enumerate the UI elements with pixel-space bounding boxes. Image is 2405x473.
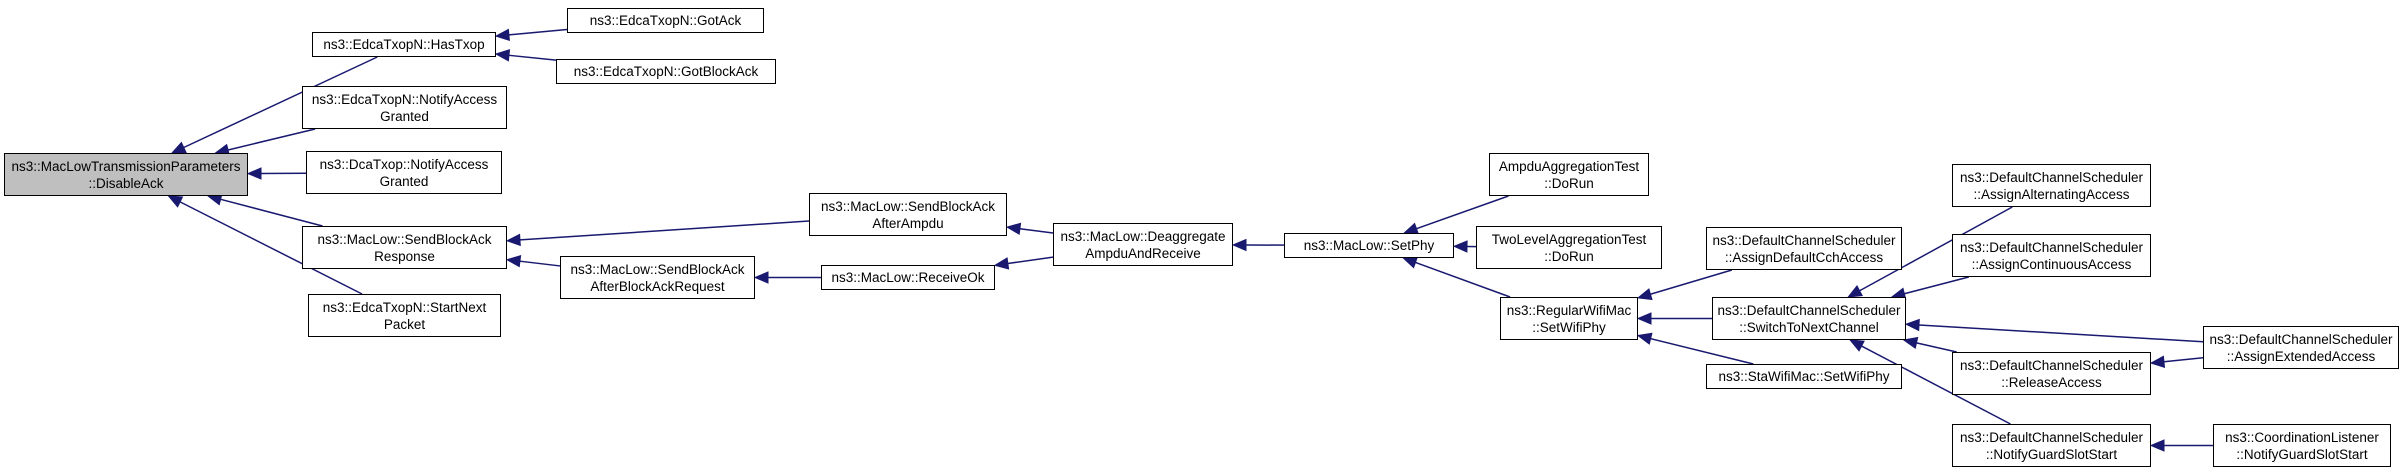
edge-assign_extended-to-switch_to_next bbox=[1918, 324, 2204, 343]
node-assign-extended[interactable]: ns3::DefaultChannelScheduler ::AssignExt… bbox=[2203, 326, 2399, 369]
node-send-block-ack-response[interactable]: ns3::MacLow::SendBlockAck Response bbox=[302, 226, 507, 269]
edge-notify_guard_slot-to-switch_to_next bbox=[1861, 345, 2011, 425]
edge-edca_notify_access-to-root bbox=[227, 128, 316, 151]
node-sta-set-wifi-phy[interactable]: ns3::StaWifiMac::SetWifiPhy bbox=[1706, 364, 1902, 389]
node-got-block-ack[interactable]: ns3::EdcaTxopN::GotBlockAck bbox=[556, 59, 776, 84]
arrowhead-assign_default_cch-to-regular_set_wifi_phy bbox=[1636, 288, 1653, 301]
arrowhead-release_access-to-switch_to_next bbox=[1902, 336, 1919, 350]
arrowhead-assign_alternating-to-switch_to_next bbox=[1847, 284, 1863, 298]
arrowhead-deaggregate-to-receive_ok bbox=[993, 257, 1010, 270]
arrowhead-set_phy-to-deaggregate bbox=[1231, 238, 1247, 252]
edge-has_txop-to-root bbox=[183, 56, 378, 149]
node-deaggregate[interactable]: ns3::MacLow::Deaggregate AmpduAndReceive bbox=[1053, 223, 1233, 266]
node-ampdu-test[interactable]: AmpduAggregationTest ::DoRun bbox=[1489, 153, 1649, 196]
edge-send_block_ack_after_ampdu-to-send_block_ack_response bbox=[519, 220, 810, 241]
node-send-block-ack-after-request[interactable]: ns3::MacLow::SendBlockAck AfterBlockAckR… bbox=[560, 256, 755, 299]
node-two-level-test[interactable]: TwoLevelAggregationTest ::DoRun bbox=[1476, 226, 1662, 269]
edge-assign_continuous-to-switch_to_next bbox=[1904, 276, 1969, 295]
arrowhead-assign_extended-to-switch_to_next bbox=[1904, 318, 1920, 332]
edge-send_block_ack_response-to-root bbox=[220, 198, 323, 227]
node-regular-set-wifi-phy[interactable]: ns3::RegularWifiMac ::SetWifiPhy bbox=[1500, 297, 1638, 340]
arrowhead-got_block_ack-to-has_txop bbox=[494, 49, 511, 62]
edge-got_block_ack-to-has_txop bbox=[508, 54, 557, 61]
arrowhead-send_block_ack_after_request-to-send_block_ack_response bbox=[505, 255, 522, 268]
edge-start_next_packet-to-root bbox=[179, 201, 363, 295]
arrowhead-deaggregate-to-send_block_ack_after_ampdu bbox=[1005, 222, 1022, 236]
node-edca-notify-access[interactable]: ns3::EdcaTxopN::NotifyAccess Granted bbox=[302, 86, 507, 129]
arrowhead-has_txop-to-root bbox=[170, 141, 187, 154]
node-notify-guard-slot[interactable]: ns3::DefaultChannelScheduler ::NotifyGua… bbox=[1952, 424, 2151, 467]
arrowhead-assign_extended-to-release_access bbox=[2149, 355, 2166, 369]
edge-deaggregate-to-send_block_ack_after_ampdu bbox=[1019, 228, 1054, 234]
node-assign-default-cch[interactable]: ns3::DefaultChannelScheduler ::AssignDef… bbox=[1706, 227, 1902, 270]
node-switch-to-next[interactable]: ns3::DefaultChannelScheduler ::SwitchToN… bbox=[1712, 297, 1906, 340]
edge-ampdu_test-to-set_phy bbox=[1416, 195, 1509, 230]
arrowhead-coord_notify_guard-to-notify_guard_slot bbox=[2149, 439, 2165, 452]
edge-release_access-to-switch_to_next bbox=[1916, 342, 1957, 353]
node-assign-continuous[interactable]: ns3::DefaultChannelScheduler ::AssignCon… bbox=[1952, 234, 2151, 277]
node-root[interactable]: ns3::MacLowTransmissionParameters ::Disa… bbox=[4, 153, 248, 196]
node-receive-ok[interactable]: ns3::MacLow::ReceiveOk bbox=[821, 265, 995, 290]
edge-regular_set_wifi_phy-to-set_phy bbox=[1415, 261, 1511, 298]
arrowhead-two_level_test-to-set_phy bbox=[1452, 240, 1468, 253]
node-got-ack[interactable]: ns3::EdcaTxopN::GotAck bbox=[567, 8, 764, 33]
node-set-phy[interactable]: ns3::MacLow::SetPhy bbox=[1284, 233, 1454, 258]
arrowhead-receive_ok-to-send_block_ack_after_request bbox=[753, 271, 769, 284]
node-has-txop[interactable]: ns3::EdcaTxopN::HasTxop bbox=[312, 32, 496, 57]
node-dca-notify-access[interactable]: ns3::DcaTxop::NotifyAccess Granted bbox=[306, 151, 502, 194]
edge-assign_alternating-to-switch_to_next bbox=[1859, 206, 2013, 292]
edge-assign_extended-to-release_access bbox=[2163, 356, 2204, 363]
node-start-next-packet[interactable]: ns3::EdcaTxopN::StartNext Packet bbox=[308, 294, 501, 337]
edge-send_block_ack_after_request-to-send_block_ack_response bbox=[519, 260, 561, 267]
arrowhead-send_block_ack_after_ampdu-to-send_block_ack_response bbox=[505, 233, 521, 247]
edge-sta_set_wifi_phy-to-regular_set_wifi_phy bbox=[1650, 337, 1754, 365]
arrowhead-regular_set_wifi_phy-to-set_phy bbox=[1401, 256, 1419, 269]
node-assign-alternating[interactable]: ns3::DefaultChannelScheduler ::AssignAlt… bbox=[1952, 164, 2151, 207]
arrowhead-switch_to_next-to-regular_set_wifi_phy bbox=[1636, 312, 1652, 325]
arrowhead-notify_guard_slot-to-switch_to_next bbox=[1848, 339, 1865, 352]
edge-assign_default_cch-to-regular_set_wifi_phy bbox=[1650, 269, 1733, 295]
arrowhead-dca_notify_access-to-root bbox=[246, 167, 262, 180]
edge-got_ack-to-has_txop bbox=[508, 28, 568, 36]
edge-deaggregate-to-receive_ok bbox=[1007, 256, 1054, 265]
node-release-access[interactable]: ns3::DefaultChannelScheduler ::ReleaseAc… bbox=[1952, 352, 2151, 395]
node-coord-notify-guard[interactable]: ns3::CoordinationListener ::NotifyGuardS… bbox=[2213, 424, 2391, 467]
arrowhead-sta_set_wifi_phy-to-regular_set_wifi_phy bbox=[1636, 332, 1653, 345]
arrowhead-got_ack-to-has_txop bbox=[494, 28, 510, 42]
node-send-block-ack-after-ampdu[interactable]: ns3::MacLow::SendBlockAck AfterAmpdu bbox=[809, 193, 1007, 236]
arrowhead-start_next_packet-to-root bbox=[167, 195, 184, 208]
